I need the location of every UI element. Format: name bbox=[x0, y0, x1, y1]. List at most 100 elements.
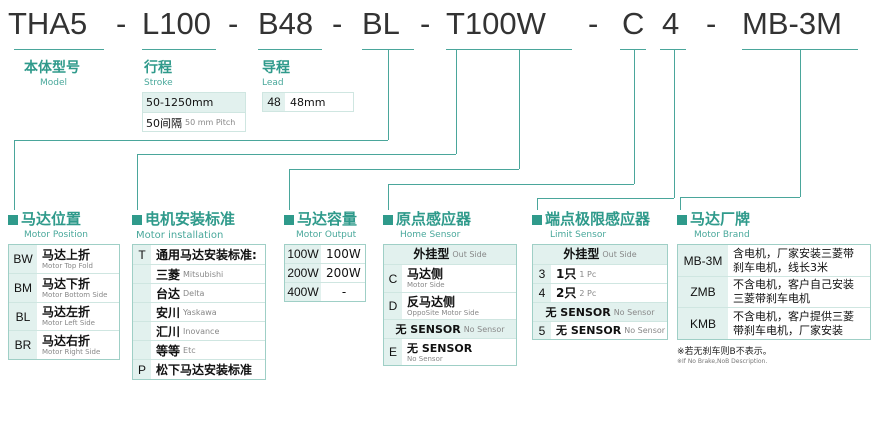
stroke-title: 行程 bbox=[144, 60, 172, 76]
row-code: KMB bbox=[678, 308, 728, 339]
connector bbox=[519, 49, 520, 169]
code-4: 4 bbox=[662, 6, 680, 41]
row-code: 400W bbox=[285, 283, 321, 301]
connector bbox=[537, 198, 674, 199]
code-c: C bbox=[622, 6, 645, 41]
square-icon bbox=[383, 215, 393, 225]
table-row: 400W - bbox=[285, 283, 365, 301]
stroke-pitch-en: 50 mm Pitch bbox=[185, 118, 236, 127]
model-title: 本体型号 bbox=[24, 60, 80, 76]
brake-note-en: ※If No Brake,NoB Description. bbox=[677, 358, 768, 365]
brake-note: ※若无刹车则B不表示。 bbox=[677, 347, 772, 357]
code-dash: - bbox=[228, 6, 239, 41]
square-icon bbox=[677, 215, 687, 225]
code-dash: - bbox=[420, 6, 431, 41]
motor-output-table: 100W 100W 200W 200W 400W - bbox=[284, 244, 366, 302]
row-code: C bbox=[384, 265, 402, 292]
connector bbox=[289, 169, 290, 210]
row-code: T bbox=[133, 245, 151, 264]
limit-sensor-subtitle: Limit Sensor bbox=[550, 230, 607, 240]
table-row: KMB 不含电机，客户提供三菱带刹车电机，厂家安装 bbox=[678, 308, 870, 339]
connector bbox=[680, 197, 800, 198]
code-l100: L100 bbox=[142, 6, 211, 41]
underline bbox=[446, 49, 572, 50]
square-icon bbox=[132, 215, 142, 225]
row-code: 3 bbox=[533, 265, 551, 283]
motor-installation-subtitle: Motor installation bbox=[136, 230, 224, 241]
table-row: 100W 100W bbox=[285, 245, 365, 264]
motor-installation-title: 电机安装标准 bbox=[132, 210, 235, 228]
code-dash: - bbox=[332, 6, 343, 41]
connector bbox=[537, 198, 538, 210]
row-code: ZMB bbox=[678, 277, 728, 307]
connector bbox=[800, 49, 801, 197]
row-code: 5 bbox=[533, 322, 551, 339]
row-code: E bbox=[384, 339, 402, 365]
square-icon bbox=[284, 215, 294, 225]
lead-code: 48 bbox=[263, 93, 285, 111]
connector bbox=[289, 169, 519, 170]
code-b48: B48 bbox=[258, 6, 314, 41]
row-value: 200W bbox=[326, 266, 361, 280]
underline bbox=[258, 49, 322, 50]
connector bbox=[137, 154, 138, 210]
table-row: MB-3M 含电机，厂家安装三菱带刹车电机，线长3米 bbox=[678, 245, 870, 277]
row-code: BR bbox=[9, 331, 37, 359]
motor-output-title: 马达容量 bbox=[284, 210, 357, 228]
connector bbox=[137, 154, 456, 155]
row-value: 100W bbox=[326, 247, 361, 261]
table-row: P 松下马达安装标准 bbox=[133, 360, 265, 379]
connector bbox=[674, 49, 675, 198]
code-dash: - bbox=[116, 6, 127, 41]
row-code: D bbox=[384, 293, 402, 319]
underline bbox=[660, 49, 686, 50]
stroke-pitch: 50间隔 50 mm Pitch bbox=[143, 113, 245, 132]
stroke-pitch-main: 50间隔 bbox=[146, 116, 182, 130]
code-mb3m: MB-3M bbox=[742, 6, 842, 41]
row-code: 4 bbox=[533, 284, 551, 302]
lead-table: 48 48mm bbox=[262, 92, 354, 112]
stroke-range: 50-1250mm bbox=[146, 96, 214, 109]
motor-position-subtitle: Motor Position bbox=[24, 230, 88, 240]
motor-output-subtitle: Motor Output bbox=[296, 230, 357, 240]
row-code: MB-3M bbox=[678, 245, 728, 276]
row-code: 200W bbox=[285, 264, 321, 282]
square-icon bbox=[8, 215, 18, 225]
square-icon bbox=[532, 215, 542, 225]
row-code: 100W bbox=[285, 245, 321, 263]
code-bl: BL bbox=[362, 6, 400, 41]
connector bbox=[456, 49, 457, 154]
code-t100w: T100W bbox=[446, 6, 546, 41]
home-sensor-title: 原点感应器 bbox=[383, 210, 471, 228]
stroke-table: 50-1250mm 50间隔 50 mm Pitch bbox=[142, 92, 246, 132]
motor-brand-title: 马达厂牌 bbox=[677, 210, 750, 228]
underline bbox=[620, 49, 646, 50]
connector bbox=[14, 140, 15, 210]
connector bbox=[388, 49, 389, 140]
home-sensor-subtitle: Home Sensor bbox=[400, 230, 461, 240]
connector bbox=[634, 49, 635, 184]
table-row: 200W 200W bbox=[285, 264, 365, 283]
limit-sensor-title: 端点极限感应器 bbox=[532, 210, 650, 228]
stroke-row: 50-1250mm bbox=[143, 93, 245, 113]
motor-brand-subtitle: Motor Brand bbox=[694, 230, 750, 240]
